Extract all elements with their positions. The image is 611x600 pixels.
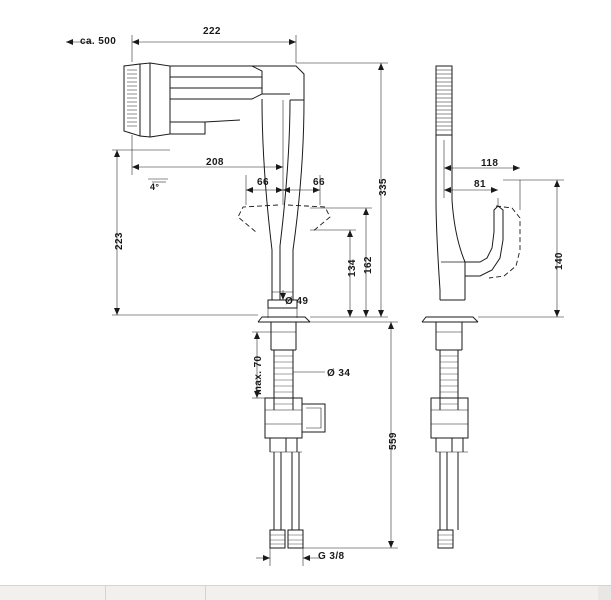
- scroll-corner[interactable]: [598, 586, 611, 600]
- dim-max-thickness: max. 70: [253, 355, 264, 396]
- dim-offset-left: 66: [257, 177, 269, 188]
- status-bar-divider: [105, 586, 106, 600]
- dim-height-spout: 223: [114, 232, 125, 250]
- swivel-range-dashed: [237, 204, 331, 233]
- dim-total-height: 335: [378, 178, 389, 196]
- dim-reach-top: 222: [203, 26, 221, 37]
- faucet-side-view: [435, 65, 504, 301]
- dim-side-offset: 81: [474, 179, 486, 190]
- dim-side-height: 140: [554, 252, 565, 270]
- status-bar: [0, 585, 611, 600]
- dim-side-reach: 118: [481, 158, 499, 169]
- side-handle-dashed: [488, 205, 521, 279]
- status-bar-divider: [205, 586, 206, 600]
- faucet-base-left: [257, 316, 326, 549]
- dim-base-diameter: Ø 49: [285, 296, 309, 307]
- faucet-base-right: [421, 316, 479, 549]
- dim-approach: ca. 500: [80, 36, 117, 47]
- dimension-lines: [66, 35, 564, 566]
- dim-handle-height: 162: [363, 256, 374, 274]
- dim-angle: 4°: [150, 182, 160, 192]
- dim-thread: G 3/8: [318, 551, 345, 562]
- dim-shank-diameter: Ø 34: [327, 368, 351, 379]
- dim-offset-right: 66: [313, 177, 325, 188]
- dim-hose-length: 559: [388, 432, 399, 450]
- dim-spout-reach: 208: [206, 157, 224, 168]
- dim-mid-height: 134: [347, 259, 358, 277]
